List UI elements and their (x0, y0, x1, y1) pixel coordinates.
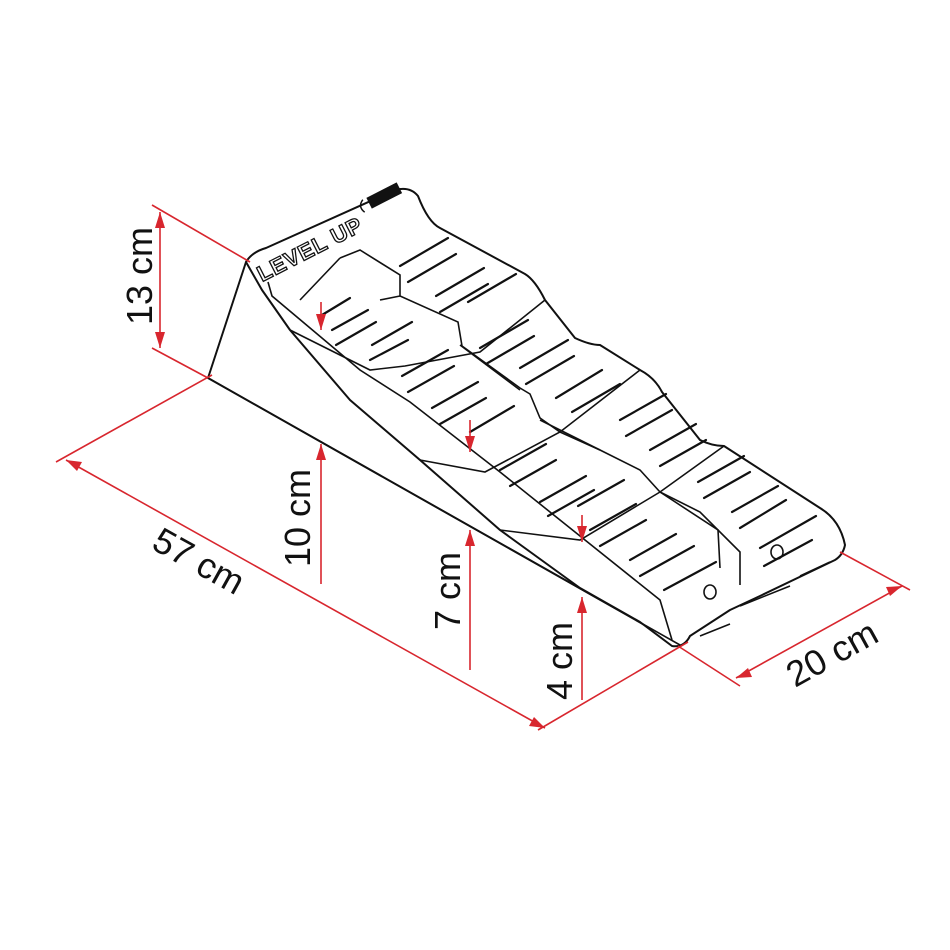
arrow-left-down-icon (736, 668, 752, 678)
dimension-line-20cm (735, 585, 903, 679)
ramp-center-channel (339, 249, 741, 585)
label-length: 57 cm (146, 519, 252, 602)
arrow-down-icon (465, 436, 475, 452)
arrow-down-icon (155, 332, 165, 348)
extension-line-back (839, 551, 911, 591)
extension-line-top (151, 204, 251, 263)
arrow-down-icon (316, 314, 326, 330)
ramp-top-surface (245, 187, 846, 648)
ramp-grip-slots (320, 236, 818, 600)
ramp-body (207, 187, 846, 648)
arrow-left-icon (66, 460, 82, 471)
ramp-base-feet (699, 561, 831, 637)
ramp-step-crease-2 (419, 369, 641, 473)
arrow-right-icon (529, 717, 545, 728)
ramp-center-channel-edge (299, 257, 721, 569)
brand-logo-icon (359, 182, 403, 213)
extension-line-front (677, 645, 741, 687)
dimension-line-57cm (65, 459, 546, 729)
label-overall-height: 13 cm (119, 227, 160, 325)
label-step-1-height: 10 cm (277, 469, 318, 567)
dimension-lines (55, 204, 911, 731)
extension-line-left (55, 374, 213, 463)
extension-line-bottom (151, 347, 209, 379)
ramp-hole-right (770, 544, 784, 560)
arrow-up-icon (577, 597, 587, 613)
arrow-up-icon (316, 444, 326, 460)
ramp-front-inner-edge (267, 281, 673, 641)
arrow-right-up-icon (886, 586, 902, 596)
label-step-2-height: 7 cm (427, 552, 468, 630)
label-step-3-height: 4 cm (539, 622, 580, 700)
ramp-hole-left (703, 584, 717, 600)
arrow-up-icon (465, 530, 475, 546)
ramp-base-edge (207, 377, 681, 646)
ramp-step-crease-3 (499, 445, 725, 541)
extension-line-right (537, 641, 689, 731)
arrow-up-icon (155, 212, 165, 228)
arrow-down-icon (577, 526, 587, 542)
